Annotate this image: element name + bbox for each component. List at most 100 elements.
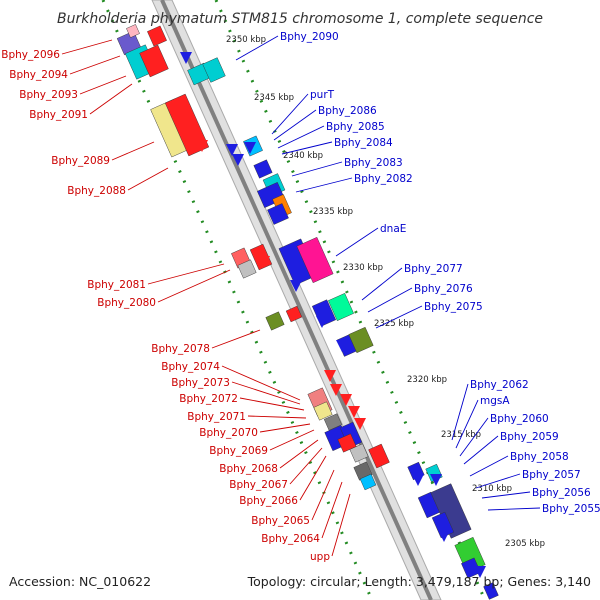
gene-arrowhead (330, 384, 342, 396)
gene-feature (139, 44, 169, 78)
plus-label-leader (331, 493, 351, 557)
plus-label-leader (211, 329, 261, 349)
plus-gene-label: Bphy_2091 (29, 109, 88, 121)
gene-arrowhead (438, 530, 450, 542)
minus-label-leader (463, 435, 499, 465)
plus-label-leader (269, 429, 315, 451)
kbp-tick-label: 2310 kbp (472, 484, 512, 494)
plus-gene-label: Bphy_2094 (9, 69, 68, 81)
plus-label-leader (289, 447, 323, 485)
kbp-tick-label: 2345 kbp (254, 93, 294, 103)
minus-gene-label: dnaE (380, 223, 406, 235)
minus-gene-label: Bphy_2090 (280, 31, 339, 43)
kbp-tick-label: 2305 kbp (505, 539, 545, 549)
minus-label-leader (481, 491, 531, 499)
plus-label-leader (79, 75, 127, 95)
genome-backbone-axis (160, 0, 433, 600)
plus-label-leader (259, 423, 311, 433)
gene-feature (147, 25, 167, 47)
minus-label-leader (469, 455, 509, 477)
plus-gene-label: Bphy_2071 (187, 411, 246, 423)
plus-label-leader (61, 39, 113, 55)
minus-gene-label: purT (310, 89, 335, 101)
minus-label-leader (459, 417, 489, 457)
minus-label-leader (335, 227, 379, 257)
plus-gene-label: Bphy_2074 (161, 361, 220, 373)
minus-gene-label: Bphy_2056 (532, 487, 591, 499)
gene-arrowhead (348, 406, 360, 418)
minus-gene-label: Bphy_2082 (354, 173, 413, 185)
kbp-tick-label: 2325 kbp (374, 319, 414, 329)
gene-arrowhead (340, 394, 352, 406)
map-title: Burkholderia phymatum STM815 chromosome … (57, 11, 543, 27)
plus-label-leader (311, 469, 335, 521)
minus-label-leader (375, 305, 423, 329)
gene-arrowhead (290, 280, 302, 292)
minus-gene-label: Bphy_2086 (318, 105, 377, 117)
minus-label-leader (487, 507, 541, 511)
gene-feature (323, 413, 343, 431)
gene-arrowhead (196, 140, 208, 152)
kbp-tick-label: 2340 kbp (283, 151, 323, 161)
gene-arrowhead (336, 340, 348, 352)
gene-feature (368, 443, 390, 469)
minus-label-leader (271, 93, 309, 135)
plus-gene-label: Bphy_2093 (19, 89, 78, 101)
gene-arrowhead (430, 474, 442, 486)
plus-label-leader (69, 55, 121, 75)
gene-arrowhead (316, 316, 328, 328)
plus-strand-labels: Bphy_2096Bphy_2094Bphy_2093Bphy_2091Bphy… (1, 39, 351, 563)
minus-gene-label: mgsA (480, 395, 510, 407)
gene-feature (237, 259, 257, 279)
minus-label-leader (273, 109, 317, 141)
gene-feature (265, 311, 285, 331)
plus-label-leader (127, 167, 169, 191)
gene-arrowhead (324, 370, 336, 382)
plus-gene-label: Bphy_2081 (87, 279, 146, 291)
minus-gene-label: Bphy_2060 (490, 413, 549, 425)
minus-gene-label: Bphy_2085 (326, 121, 385, 133)
minus-gene-label: Bphy_2077 (404, 263, 463, 275)
plus-gene-label: upp (310, 551, 330, 563)
gene-feature (461, 557, 481, 579)
gene-feature (348, 326, 374, 354)
minus-strand-labels: Bphy_2090purTBphy_2086Bphy_2085Bphy_2084… (235, 31, 600, 515)
minus-label-leader (475, 473, 521, 489)
gene-feature (267, 203, 289, 225)
gene-features (116, 24, 499, 600)
gene-arrowhead (474, 566, 486, 578)
minus-gene-label: Bphy_2076 (414, 283, 473, 295)
gene-feature (285, 305, 303, 323)
plus-gene-label: Bphy_2072 (179, 393, 238, 405)
gene-feature (253, 159, 273, 179)
gene-feature (313, 401, 333, 421)
kbp-tick-label: 2315 kbp (441, 430, 481, 440)
gene-feature (202, 57, 226, 83)
plus-label-leader (231, 381, 301, 405)
kbp-tick-label: 2330 kbp (343, 263, 383, 273)
minus-label-leader (295, 177, 353, 193)
gene-feature (337, 433, 357, 453)
plus-gene-label: Bphy_2089 (51, 155, 110, 167)
gene-feature (483, 582, 499, 600)
plus-label-leader (147, 263, 225, 285)
plus-label-leader (89, 83, 133, 115)
gene-feature (359, 473, 377, 491)
plus-gene-label: Bphy_2070 (199, 427, 258, 439)
summary-text: Topology: circular; Length: 3,479,187 bp… (247, 574, 591, 589)
accession-text: Accession: NC_010622 (9, 574, 151, 589)
minus-gene-label: Bphy_2083 (344, 157, 403, 169)
plus-gene-label: Bphy_2065 (251, 515, 310, 527)
minus-gene-label: Bphy_2062 (470, 379, 529, 391)
gene-feature (126, 24, 140, 38)
plus-label-leader (111, 141, 155, 161)
kbp-tick-label: 2335 kbp (313, 207, 353, 217)
minus-gene-label: Bphy_2058 (510, 451, 569, 463)
plus-label-leader (299, 455, 327, 501)
gene-arrowhead (226, 144, 238, 156)
gene-arrowhead (412, 474, 424, 486)
plus-gene-label: Bphy_2069 (209, 445, 268, 457)
plus-gene-label: Bphy_2080 (97, 297, 156, 309)
